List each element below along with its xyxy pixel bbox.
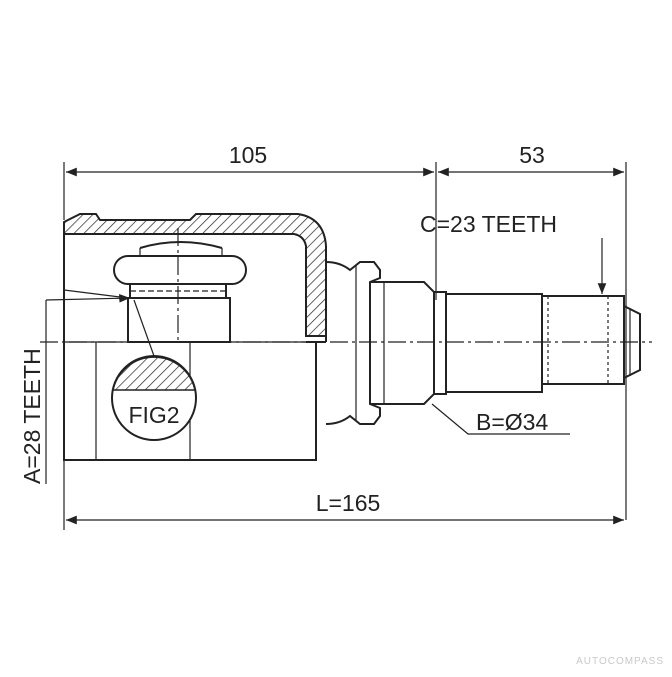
callout-seal-diameter: B=Ø34	[431, 403, 570, 435]
fig2-detail: FIG2	[111, 299, 197, 441]
dimension-105-label: 105	[229, 142, 267, 168]
detail-leader	[133, 299, 155, 357]
shaft-body	[445, 293, 543, 393]
callout-leader	[431, 403, 570, 435]
tripod-roller	[63, 228, 247, 343]
seal-diameter-label: B=Ø34	[476, 409, 548, 435]
roller-top-arc	[139, 241, 223, 249]
output-shaft	[325, 261, 641, 425]
detail-hatched-section	[112, 356, 196, 391]
roller-body	[113, 255, 247, 285]
shaft-step	[370, 281, 435, 405]
shaft-neck	[434, 291, 447, 395]
cv-joint-housing	[63, 213, 327, 461]
inner-taper-line	[63, 289, 129, 299]
seal-collar	[325, 261, 381, 425]
shaft-tip	[623, 305, 641, 379]
dimension-53-label: 53	[519, 142, 545, 168]
inner-spline-label: A=28 TEETH	[19, 348, 45, 484]
fig2-label: FIG2	[128, 402, 179, 428]
dimension-total-length: L=165	[63, 460, 624, 530]
callout-inner-spline: A=28 TEETH	[19, 293, 131, 484]
watermark: AUTOCOMPASS	[576, 656, 664, 667]
outer-spline-label: C=23 TEETH	[420, 211, 557, 237]
dimension-105: 105	[63, 142, 437, 300]
spline-end	[541, 295, 625, 385]
dimension-total-label: L=165	[316, 490, 381, 516]
tripod-hub	[127, 297, 231, 343]
callout-leader	[45, 293, 131, 303]
housing-wall-section	[63, 213, 327, 337]
callout-outer-spline: C=23 TEETH	[420, 211, 607, 294]
dimension-53: 53	[438, 142, 627, 520]
